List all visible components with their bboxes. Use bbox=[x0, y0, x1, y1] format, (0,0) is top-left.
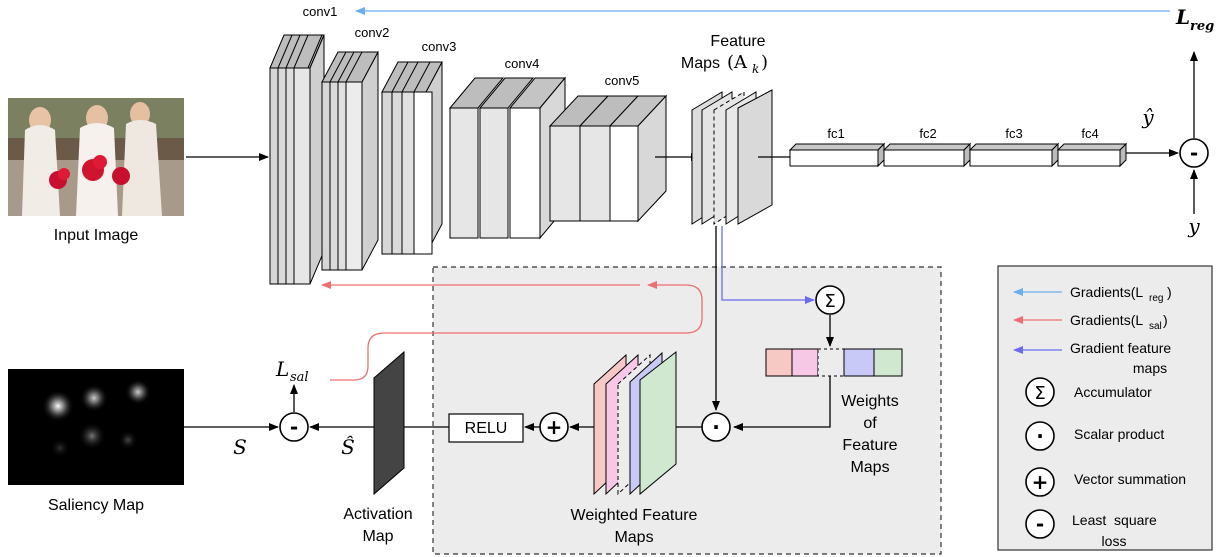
legend-grad-fm-label-2: maps bbox=[1133, 360, 1167, 376]
legend-accumulator-icon bbox=[1025, 377, 1055, 407]
conv5-label: conv5 bbox=[605, 73, 640, 88]
grad-fm-path bbox=[721, 226, 815, 304]
weighted-fm-label-2: Maps bbox=[614, 529, 653, 546]
l-reg-subscript: reg bbox=[1190, 19, 1214, 34]
s-hat-label: Ŝ bbox=[341, 434, 355, 459]
conv4-block bbox=[448, 76, 567, 240]
relu-box bbox=[448, 413, 524, 443]
weighted-feature-maps bbox=[593, 350, 677, 496]
accumulator-sigma: Σ bbox=[824, 291, 835, 312]
l-sal-letter: L bbox=[275, 357, 289, 381]
legend-scalar-icon bbox=[1025, 421, 1055, 451]
activation-map bbox=[373, 350, 405, 496]
legend-sum-plus: + bbox=[1032, 470, 1049, 494]
fc2-block bbox=[882, 142, 972, 168]
legend-grad-reg-close: ) bbox=[1167, 284, 1172, 300]
legend-grad-fm-label-1: Gradient feature bbox=[1070, 340, 1171, 356]
legend-grad-reg-label: Gradients(L bbox=[1070, 284, 1143, 300]
conv3-block bbox=[381, 61, 443, 255]
legend-lsl-label-1: Least square bbox=[1072, 512, 1157, 528]
legend-lsl-minus: - bbox=[1036, 512, 1044, 536]
weights-vector bbox=[765, 348, 903, 377]
s-label: S bbox=[233, 435, 247, 459]
legend-grad-sal-close: ) bbox=[1163, 312, 1168, 328]
legend: Gradients(L reg ) Gradients(L sal ) Grad… bbox=[997, 265, 1213, 551]
legend-scalar-dot: · bbox=[1036, 424, 1044, 448]
conv2-label: conv2 bbox=[355, 25, 390, 40]
feature-maps-close: ) bbox=[761, 52, 768, 73]
weights-label-4: Maps bbox=[850, 459, 889, 476]
feature-maps-symbol: (A bbox=[727, 52, 748, 73]
fc1-block bbox=[788, 142, 886, 168]
weights-to-scalar-arrow bbox=[733, 376, 831, 431]
conv1-block bbox=[269, 34, 325, 285]
input-image bbox=[8, 98, 184, 216]
legend-grad-reg-text: Gradients(L reg ) bbox=[1070, 284, 1172, 304]
l-reg-label: L reg bbox=[1175, 5, 1214, 34]
activation-label-2: Map bbox=[362, 528, 393, 545]
legend-grad-sal-sub: sal bbox=[1149, 321, 1162, 332]
vector-sum-plus: + bbox=[546, 415, 563, 439]
conv1-label: conv1 bbox=[303, 4, 338, 19]
l-sal-label: L sal bbox=[275, 357, 309, 385]
reg-loss-minus: - bbox=[1190, 141, 1198, 165]
y-hat-label: ŷ bbox=[1141, 105, 1154, 129]
weights-label-1: Weights bbox=[841, 393, 899, 410]
legend-grad-reg-sub: reg bbox=[1149, 293, 1163, 304]
fc3-block bbox=[968, 142, 1060, 168]
fc2-label: fc2 bbox=[919, 126, 936, 141]
conv3-label: conv3 bbox=[422, 39, 457, 54]
input-image-label: Input Image bbox=[54, 227, 139, 244]
scalar-product-dot: · bbox=[712, 415, 720, 439]
weights-label-3: Feature bbox=[842, 437, 897, 454]
weighting-panel bbox=[432, 266, 942, 555]
fc4-label: fc4 bbox=[1081, 126, 1098, 141]
grad-sal-path bbox=[330, 281, 703, 381]
saliency-map-image bbox=[8, 369, 184, 485]
feature-maps-label-1: Feature bbox=[710, 33, 765, 50]
l-sal-subscript: sal bbox=[290, 370, 309, 385]
accumulator-node bbox=[815, 285, 845, 315]
conv2-block bbox=[321, 51, 379, 271]
legend-sum-icon bbox=[1025, 467, 1055, 497]
relu-label: RELU bbox=[465, 420, 508, 437]
activation-label-1: Activation bbox=[343, 506, 412, 523]
legend-lsl-label-2: loss bbox=[1102, 533, 1127, 549]
weighted-fm-label-1: Weighted Feature bbox=[571, 507, 698, 524]
weights-label-2: of bbox=[863, 415, 877, 432]
conv4-label: conv4 bbox=[505, 56, 540, 71]
feature-maps-label-2: Maps (A k ) bbox=[681, 52, 768, 76]
fc3-label: fc3 bbox=[1005, 126, 1022, 141]
y-label: y bbox=[1187, 214, 1200, 238]
saliency-map-label: Saliency Map bbox=[48, 497, 144, 514]
feature-maps-word: Maps bbox=[681, 55, 720, 72]
sal-loss-minus: - bbox=[290, 415, 298, 439]
fc4-block bbox=[1056, 142, 1128, 168]
feature-maps bbox=[691, 89, 773, 225]
legend-lsl-icon bbox=[1025, 509, 1055, 539]
l-reg-letter: L bbox=[1175, 5, 1190, 29]
legend-grad-sal-label: Gradients(L bbox=[1070, 312, 1143, 328]
legend-scalar-label: Scalar product bbox=[1074, 426, 1164, 442]
legend-sum-label: Vector summation bbox=[1074, 471, 1186, 487]
fc1-label: fc1 bbox=[827, 126, 844, 141]
fc-layers bbox=[788, 142, 1128, 168]
conv5-block bbox=[548, 94, 668, 223]
feature-maps-sub: k bbox=[752, 62, 759, 76]
reg-loss-node bbox=[1179, 138, 1209, 168]
legend-grad-sal-text: Gradients(L sal ) bbox=[1070, 312, 1168, 332]
legend-accumulator-sigma: Σ bbox=[1034, 383, 1045, 404]
sal-loss-node bbox=[279, 412, 309, 442]
legend-accumulator-label: Accumulator bbox=[1074, 384, 1152, 400]
